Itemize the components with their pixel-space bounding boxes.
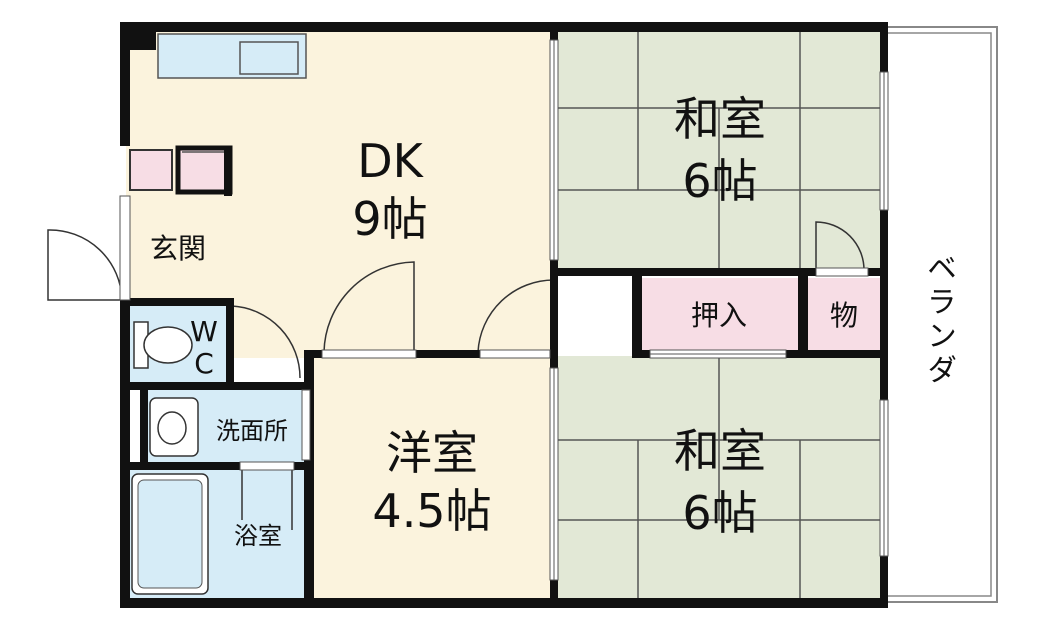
wall-storage-left [632,272,642,358]
wall-genkan-right [224,146,232,196]
shoe-cabinet-left [129,149,173,191]
veranda-area [884,26,998,603]
dk-door-swing [323,261,415,356]
yoshitsu-floor [310,358,554,602]
wall-bath-top [120,462,310,470]
toilet-bowl [143,326,193,364]
mono-door-swing [815,221,865,274]
bathtub-inner [137,479,203,589]
yoshitsu-size: 4.5帖 [372,484,492,538]
kitchen-counter [157,33,307,79]
mono-label: 物 [829,299,858,332]
dk-room-name: DK [357,134,423,188]
wall-washitsu-divider [550,268,888,276]
dk-room-size: 9帖 [352,192,428,246]
dk-door-gap [321,349,417,359]
veranda-label: ベランダ [921,252,956,388]
washitsu-top-name: 和室 [674,92,766,146]
genkan-floor [126,195,228,302]
shoe-cabinet-right [175,145,233,195]
basin-bowl [157,411,187,445]
entrance-door-swing [47,229,123,301]
wall-right [880,22,888,608]
washitsu-top-size: 6帖 [682,154,758,208]
senmenjo-label: 洗面所 [216,417,288,445]
wall-wc-top [120,298,232,306]
oshiire-label: 押入 [690,299,747,332]
washitsu-door-swing [477,279,555,353]
yoshitsu-name: 洋室 [386,426,478,480]
wc-label-c: C [194,347,214,380]
wall-wc-bottom [120,382,310,390]
kitchen-sink [239,41,299,75]
wall-dk-right [550,22,558,608]
wall-left-lower [120,300,130,608]
mono-area [808,278,882,354]
mono-door-gap [815,267,869,277]
wall-yoshitsu-left [304,350,314,608]
wall-corner-block [126,28,156,50]
wall-wc-right [226,298,234,388]
wall-bottom [120,598,888,608]
bath-door-gap [239,461,295,471]
oshiire-area [640,278,798,354]
yokushitsu-label: 浴室 [234,522,282,550]
wall-top [120,22,888,32]
genkan-label: 玄関 [149,232,206,265]
senmen-door-gap [301,389,311,461]
wc-label-w: W [190,315,218,348]
washitsu-bottom-size: 6帖 [682,486,758,540]
wall-yoshitsu-top [304,350,558,358]
entrance-gap [119,195,131,301]
washitsu-door-gap [479,349,551,359]
washitsu-bottom-name: 和室 [674,424,766,478]
wc-door-swing [231,305,301,379]
wall-storage-mid [798,272,808,358]
wall-senmen-left [140,382,148,470]
wall-left-upper [120,22,130,146]
wash-basin [149,397,199,457]
